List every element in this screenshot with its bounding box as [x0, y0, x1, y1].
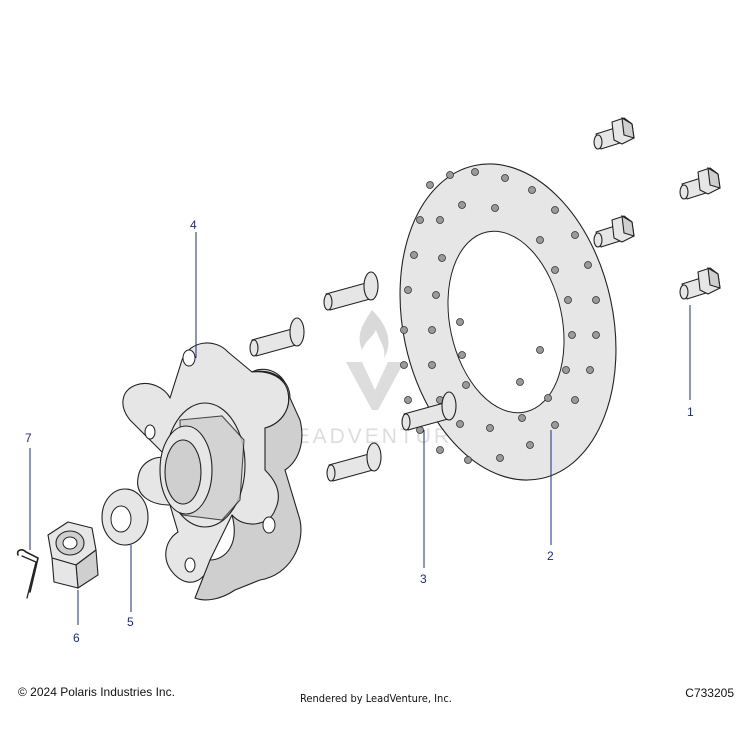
- callout-5[interactable]: 5: [127, 615, 134, 629]
- wheel-stud-lower[interactable]: [326, 442, 382, 482]
- rendered-by-credit: Rendered by LeadVenture, Inc.: [300, 692, 452, 705]
- copyright-notice: © 2024 Polaris Industries Inc.: [18, 685, 175, 699]
- bolt-1-middle[interactable]: [593, 214, 635, 248]
- callout-7[interactable]: 7: [25, 431, 32, 445]
- hub-bolt-hole-bottom: [184, 557, 196, 573]
- bolt-1-lower-right[interactable]: [679, 266, 721, 300]
- castle-nut[interactable]: [47, 521, 99, 589]
- hub-bolt-hole-right: [262, 516, 276, 534]
- diagram-code: C733205: [685, 686, 734, 700]
- hub-bolt-hole-left: [144, 424, 156, 440]
- watermark-logo: [346, 310, 404, 410]
- callout-1[interactable]: 1: [687, 405, 694, 419]
- hub-bolt-hole-top: [182, 349, 196, 367]
- callout-2[interactable]: 2: [547, 549, 554, 563]
- brake-disc[interactable]: [372, 144, 644, 501]
- callout-6[interactable]: 6: [73, 631, 80, 645]
- cotter-pin[interactable]: [16, 549, 39, 599]
- callout-4[interactable]: 4: [190, 218, 197, 232]
- bolt-1-upper-right[interactable]: [679, 166, 721, 200]
- wheel-stud-middle[interactable]: [401, 391, 457, 431]
- wheel-hub[interactable]: [122, 342, 303, 601]
- wheel-stud-top[interactable]: [323, 271, 379, 311]
- bolt-1-top[interactable]: [593, 116, 635, 150]
- wheel-stud-upper-left[interactable]: [249, 317, 305, 357]
- washer[interactable]: [101, 488, 149, 546]
- disc-holes: [400, 168, 600, 464]
- callout-3[interactable]: 3: [420, 572, 427, 586]
